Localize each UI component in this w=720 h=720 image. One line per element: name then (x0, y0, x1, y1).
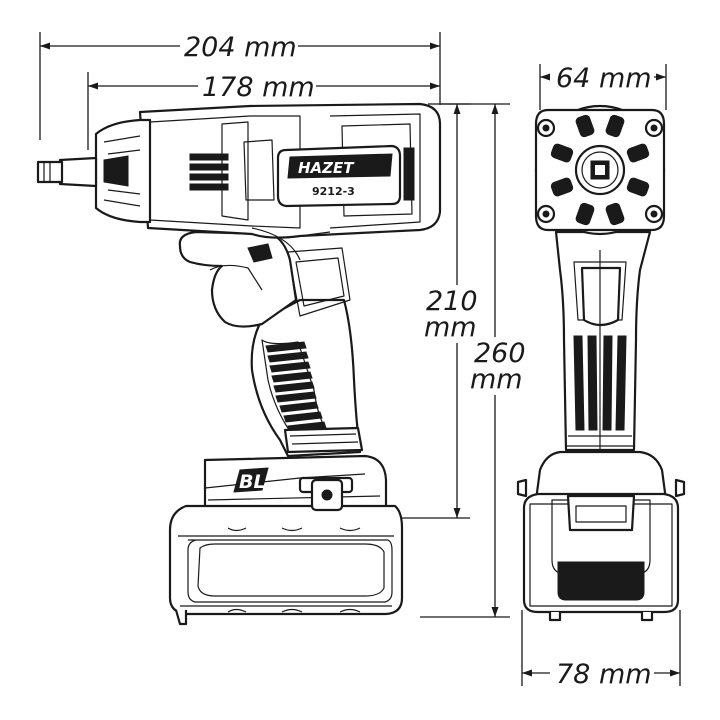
label-bg (418, 285, 486, 343)
front-grip-ribs (573, 335, 627, 431)
dim-battery-width: 78 mm (556, 659, 652, 690)
head-slots (550, 114, 650, 226)
model-number: 9212-3 (312, 185, 355, 198)
battery-pack: BL (168, 454, 404, 626)
product-badge: HAZET 9212-3 (276, 144, 402, 208)
dim-body-length: 178 mm (202, 72, 315, 103)
side-view: BL (36, 102, 442, 626)
label-bg (550, 657, 654, 687)
dim-total-height-value: 260 (474, 338, 526, 369)
dimension-lines (39, 30, 681, 687)
dim-handle-height-value: 210 (426, 286, 478, 317)
handle (250, 298, 364, 458)
label-bg (466, 337, 526, 395)
handle-front (554, 230, 652, 452)
dimension-labels: 204 mm 178 mm 210 mm 260 mm 64 mm 78 mm (184, 32, 652, 690)
dim-total-height-unit: mm (470, 364, 523, 395)
dim-total-length: 204 mm (184, 32, 297, 63)
head-window (103, 155, 129, 187)
anvil-head (36, 118, 152, 224)
front-view (516, 104, 686, 622)
bl-logo-badge (233, 467, 269, 493)
battery-front-window (557, 561, 645, 601)
head-front (534, 104, 666, 236)
battery-front-latch (566, 494, 636, 532)
label-bg (180, 30, 298, 60)
trigger-area (178, 230, 351, 328)
brand-name: HAZET (298, 159, 355, 177)
label-bg (550, 61, 654, 91)
brand-plate (287, 153, 393, 179)
direction-switch (247, 243, 273, 263)
battery-front (516, 450, 686, 622)
dim-handle-height-unit: mm (424, 312, 477, 343)
dim-head-width: 64 mm (556, 63, 652, 94)
vent-slots (189, 147, 415, 201)
label-bg (198, 70, 316, 100)
battery-logo: BL (239, 471, 266, 493)
